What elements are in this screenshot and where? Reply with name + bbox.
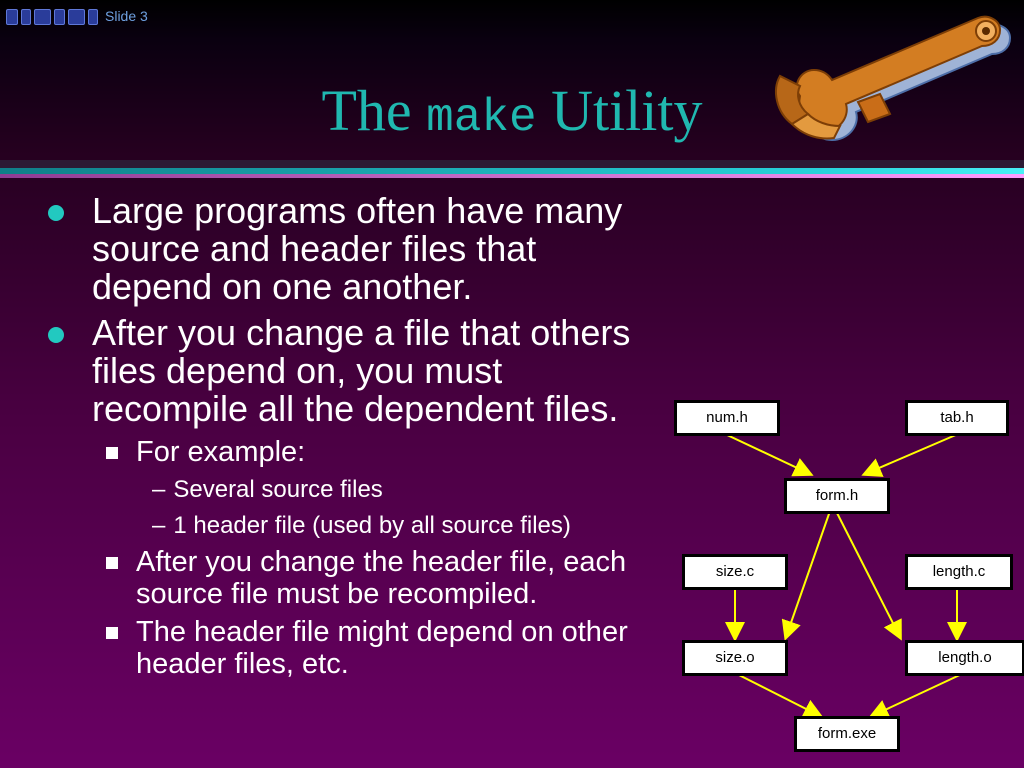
nested-bullet-item: – Several source files <box>152 474 668 506</box>
arrow-form-to-length-o <box>835 510 902 641</box>
sub-bullet-text: After you change the header file, each s… <box>136 546 627 610</box>
sub-bullet-text: The header file might depend on other he… <box>136 616 628 680</box>
bullet-square-icon <box>106 447 118 459</box>
node-form-h: form.h <box>784 478 890 514</box>
bullet-list: Large programs often have many source an… <box>48 192 668 686</box>
dash-icon: – <box>152 476 166 503</box>
top-bar: Slide 3 <box>0 0 1024 34</box>
node-length-o: length.o <box>905 640 1024 676</box>
node-form-exe: form.exe <box>794 716 900 752</box>
sub-bullet-item: For example: <box>106 436 668 468</box>
arrow-num-to-form <box>724 433 814 477</box>
arrow-form-to-size-o <box>781 510 831 641</box>
node-length-c: length.c <box>905 554 1013 590</box>
arrow-size-o-to-form-exe <box>734 672 824 718</box>
sub-bullet-item: After you change the header file, each s… <box>106 546 668 610</box>
wrench-icon <box>775 15 1012 142</box>
dependency-diagram: num.h tab.h form.h size.c length.c size.… <box>660 390 1024 768</box>
sub-bullet-list: For example: – Several source files – 1 … <box>106 436 668 680</box>
arrow-tab-to-form <box>861 433 959 477</box>
dependency-arrows <box>724 433 967 719</box>
bullet-text: Large programs often have many source an… <box>92 190 623 307</box>
nested-bullet-text: 1 header file (used by all source files) <box>173 512 571 539</box>
title-divider <box>0 160 1024 180</box>
node-tab-h: tab.h <box>905 400 1009 436</box>
bullet-item: Large programs often have many source an… <box>48 192 668 306</box>
slide-title: The make Utility <box>0 78 1024 151</box>
logo-icon <box>6 8 98 26</box>
bullet-text: After you change a file that others file… <box>92 312 631 429</box>
title-prefix: The <box>321 78 412 143</box>
bullet-dot-icon <box>48 327 64 343</box>
nested-bullet-item: – 1 header file (used by all source file… <box>152 510 668 542</box>
nested-bullet-text: Several source files <box>173 476 383 503</box>
node-num-h: num.h <box>674 400 780 436</box>
bullet-dot-icon <box>48 205 64 221</box>
node-size-c: size.c <box>682 554 788 590</box>
slide-number: Slide 3 <box>105 8 148 24</box>
title-suffix: Utility <box>551 78 703 143</box>
bullet-square-icon <box>106 627 118 639</box>
bullet-item: After you change a file that others file… <box>48 314 668 428</box>
title-code: make <box>426 92 537 144</box>
arrow-length-o-to-form-exe <box>868 672 965 719</box>
node-size-o: size.o <box>682 640 788 676</box>
bullet-square-icon <box>106 557 118 569</box>
sub-bullet-item: The header file might depend on other he… <box>106 616 668 680</box>
dash-icon: – <box>152 512 166 539</box>
sub-bullet-text: For example: <box>136 436 306 468</box>
